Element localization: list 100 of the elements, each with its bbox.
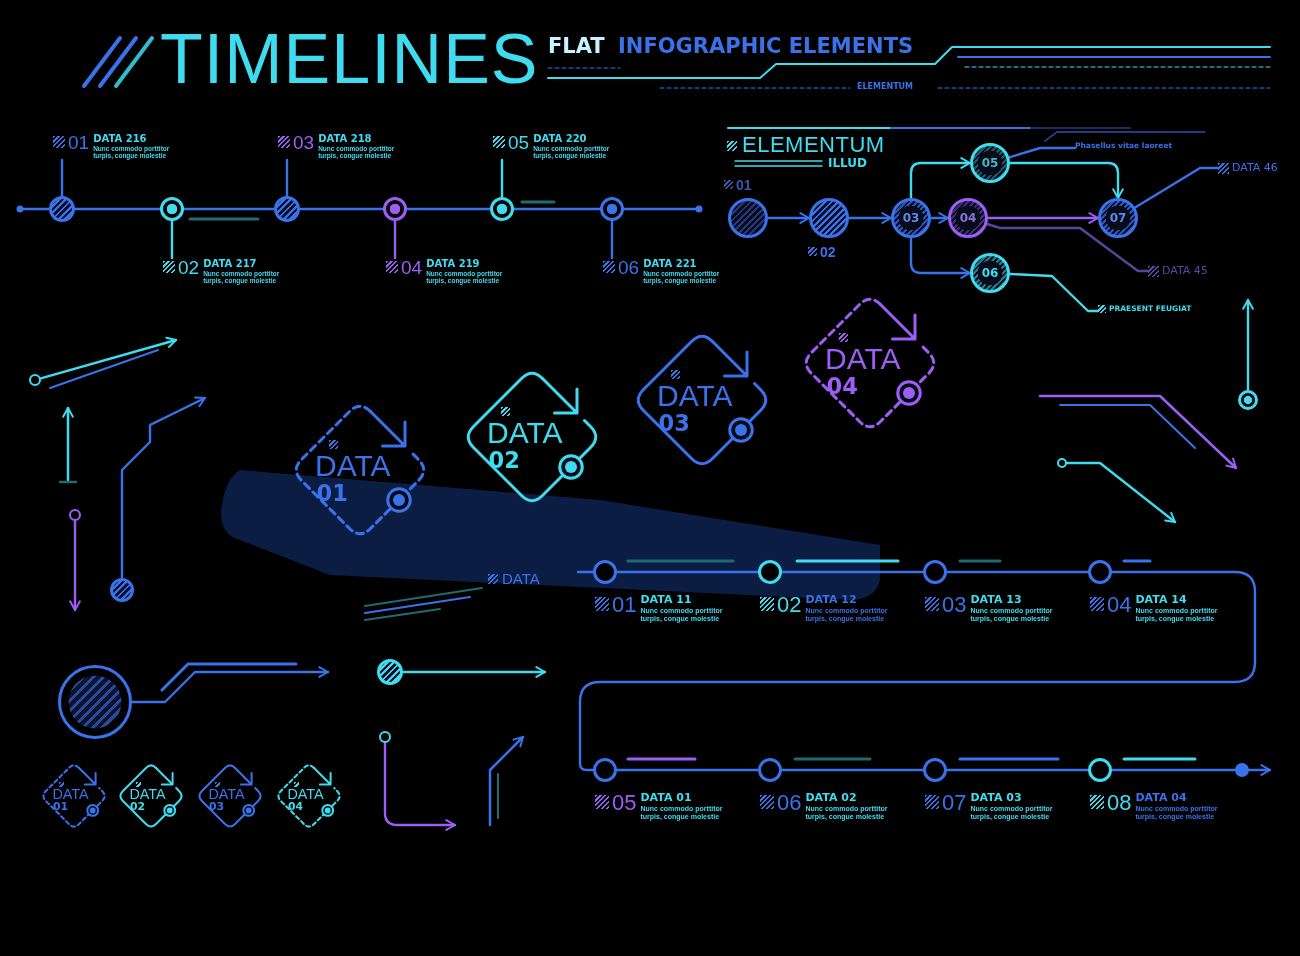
data-heading: DATA 220 <box>533 133 587 144</box>
step-number: 08 <box>1107 792 1132 814</box>
milestone-marker <box>160 197 184 221</box>
leader-line <box>1133 166 1220 209</box>
milestone-marker <box>923 560 947 584</box>
arrow <box>909 157 972 200</box>
connector-line <box>182 207 276 211</box>
step-circle <box>891 198 931 238</box>
data-heading: DATA 03 <box>970 792 1022 805</box>
end-dot <box>1235 763 1249 777</box>
tag-number: 03 <box>658 412 690 435</box>
milestone-marker <box>274 196 300 222</box>
arrow <box>1242 298 1254 392</box>
step-number: 05 <box>981 157 999 169</box>
step-number: 02 <box>820 245 836 259</box>
step-number: 04 <box>401 258 423 277</box>
subtitle-text: FLAT <box>548 36 605 57</box>
step-circle <box>809 198 849 238</box>
step-number: 06 <box>981 267 999 279</box>
step-circle <box>1098 198 1138 238</box>
arrow <box>766 212 811 224</box>
step-number: 05 <box>612 792 637 814</box>
step-number: 07 <box>942 792 967 814</box>
arrow <box>1008 161 1124 200</box>
anchor-dot <box>1057 458 1067 468</box>
milestone-marker <box>600 197 624 221</box>
step-number: 06 <box>618 258 640 277</box>
connector-line <box>405 207 492 211</box>
connector-line <box>945 570 1090 574</box>
step-number: 03 <box>902 212 920 224</box>
arrow <box>383 741 457 831</box>
data-heading: DATA 13 <box>970 594 1022 607</box>
stem-line <box>393 219 397 260</box>
arrow <box>847 212 893 224</box>
stem-line <box>610 219 614 260</box>
tag-number: 02 <box>130 801 146 813</box>
connector-line <box>615 570 760 574</box>
arrow <box>1247 764 1272 776</box>
connector-line <box>578 570 1257 772</box>
step-number: 02 <box>777 594 802 616</box>
section-subheading: ILLUD <box>828 157 868 169</box>
milestone-marker <box>490 197 514 221</box>
arrow <box>929 212 950 224</box>
milestone-marker <box>383 197 407 221</box>
milestone-marker <box>923 758 947 782</box>
data-heading: DATA 219 <box>426 258 480 269</box>
anchor-dot <box>379 731 391 743</box>
connector-line <box>1110 768 1237 772</box>
anchor-dot <box>377 659 403 685</box>
arrow <box>69 519 81 612</box>
data-heading: DATA 216 <box>93 133 147 144</box>
step-number: 04 <box>1107 594 1132 616</box>
section-heading: ELEMENTUM <box>742 134 885 156</box>
step-number: 02 <box>178 258 200 277</box>
step-circle <box>970 253 1010 293</box>
anchor-dot <box>29 374 41 386</box>
milestone-marker <box>1088 758 1112 782</box>
caption-text: ELEMENTUM <box>857 83 914 91</box>
anchor-dot <box>69 509 81 521</box>
step-circle <box>970 143 1010 183</box>
data-heading: DATA 04 <box>1135 792 1187 805</box>
data-heading: DATA 12 <box>805 594 857 607</box>
tag-label: DATA <box>502 571 540 586</box>
step-number: 01 <box>736 178 752 192</box>
tag-number: 02 <box>488 449 520 472</box>
leader-line <box>1008 146 1077 159</box>
connector-line <box>945 768 1090 772</box>
arrow <box>909 236 972 279</box>
connector-line <box>615 768 760 772</box>
tag-title: DATA <box>208 787 245 802</box>
step-circle <box>948 198 988 238</box>
leader-line <box>985 222 1150 273</box>
tag-title: DATA <box>657 381 733 412</box>
leader-line <box>1008 272 1100 313</box>
tag-number: 04 <box>826 375 858 398</box>
stem-line <box>170 219 174 260</box>
stem-line <box>60 158 64 198</box>
step-number: 07 <box>1109 212 1127 224</box>
connector-line <box>780 570 925 574</box>
anchor-dot <box>1238 390 1258 410</box>
milestone-marker <box>593 758 617 782</box>
connector-line <box>512 207 602 211</box>
milestone-marker <box>49 196 75 222</box>
data-heading: DATA 221 <box>643 258 697 269</box>
tag-title: DATA <box>315 451 391 482</box>
data-heading: DATA 11 <box>640 594 692 607</box>
arrow <box>130 666 330 704</box>
data-heading: DATA 218 <box>318 133 372 144</box>
data-heading: DATA 02 <box>805 792 857 805</box>
step-circle <box>728 198 768 238</box>
callout-text: DATA 45 <box>1162 265 1208 278</box>
data-heading: DATA 217 <box>203 258 257 269</box>
anchor-dot <box>110 578 134 602</box>
step-number: 06 <box>777 792 802 814</box>
tag-title: DATA <box>487 418 563 449</box>
tag-title: DATA <box>287 787 324 802</box>
arrow <box>401 666 547 678</box>
connector-line <box>73 207 162 211</box>
step-number: 03 <box>293 133 315 152</box>
stem-line <box>285 158 289 198</box>
